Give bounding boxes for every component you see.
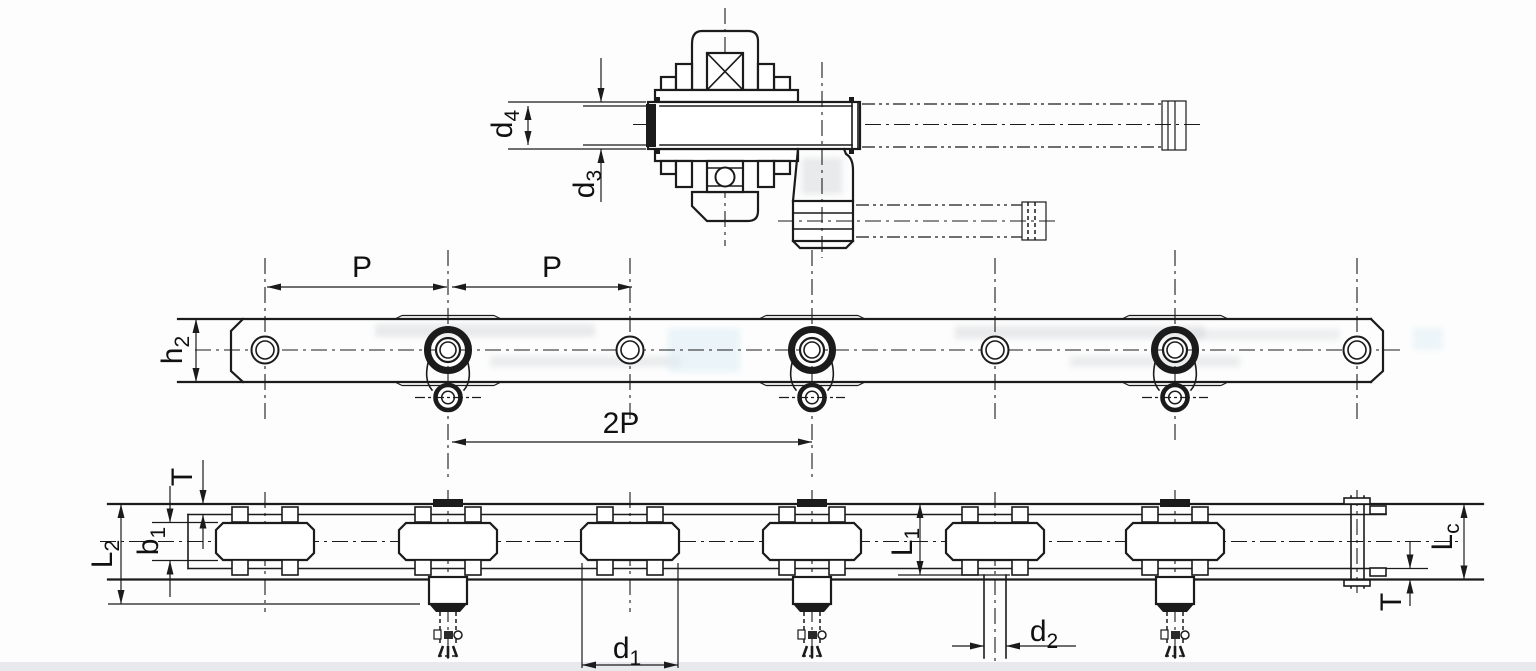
dim-label-double-pitch: 2P — [603, 407, 640, 440]
dim-label-d2: d2 — [1030, 615, 1058, 653]
dim-l2: L2 — [86, 504, 420, 605]
dim-l1: L1 — [886, 504, 1010, 576]
end-link — [1343, 495, 1387, 589]
dim-d4: d4 — [486, 105, 646, 146]
sprocket-tooth-top — [690, 29, 760, 92]
link-hole — [250, 335, 280, 365]
footer-strip — [0, 662, 1536, 671]
pin-right-cap — [851, 101, 859, 150]
link-hole — [1342, 335, 1372, 365]
dim-label-l2: L2 — [86, 540, 124, 568]
link-hole — [980, 335, 1010, 365]
dim-h2: h2 — [156, 319, 200, 382]
dim-label-lc: Lc — [1426, 523, 1464, 550]
link-hole — [615, 335, 645, 365]
dim-label-t-right: T — [1375, 593, 1408, 611]
dim-label-pitch-right: P — [542, 251, 562, 284]
pin-body — [646, 97, 862, 154]
dim-d1: d1 — [581, 563, 679, 670]
dim-t-left: T — [166, 460, 207, 549]
cross-section-view: d4 d3 — [486, 8, 1200, 258]
dim-label-d4: d4 — [486, 110, 524, 139]
dim-label-d3: d3 — [568, 170, 606, 198]
dim-lc: Lc — [1426, 504, 1468, 580]
dim-label-t-left: T — [166, 468, 199, 486]
dim-label-d1: d1 — [613, 632, 641, 670]
dim-double-pitch: 2P — [452, 407, 812, 446]
dim-pitch: P P — [267, 251, 632, 291]
dim-b1: b1 — [132, 486, 174, 597]
chain-plate-band — [176, 317, 1385, 384]
dim-t-right: T — [1375, 541, 1428, 611]
attachment-lug — [778, 62, 1058, 258]
thread-end-lower — [1021, 201, 1047, 241]
ball-detail — [714, 166, 736, 188]
dim-label-pitch-left: P — [352, 251, 372, 284]
dim-d2: d2 — [952, 615, 1076, 653]
dim-label-b1: b1 — [132, 527, 170, 555]
lower-stack — [653, 147, 800, 194]
side-elevation-view: P P h2 2P — [156, 250, 1402, 480]
dim-label-h2: h2 — [156, 336, 194, 364]
shaft-phantom-upper — [862, 100, 1187, 151]
pin-left-cap — [646, 104, 656, 147]
thread-end-upper — [1161, 100, 1187, 151]
dim-label-l1: L1 — [886, 528, 924, 556]
sprocket-tooth-bottom — [690, 190, 760, 223]
cross-box-diagonals — [705, 51, 745, 92]
dim-d3: d3 — [508, 58, 646, 202]
plan-view: L2 T b1 L1 Lc T — [86, 460, 1485, 670]
